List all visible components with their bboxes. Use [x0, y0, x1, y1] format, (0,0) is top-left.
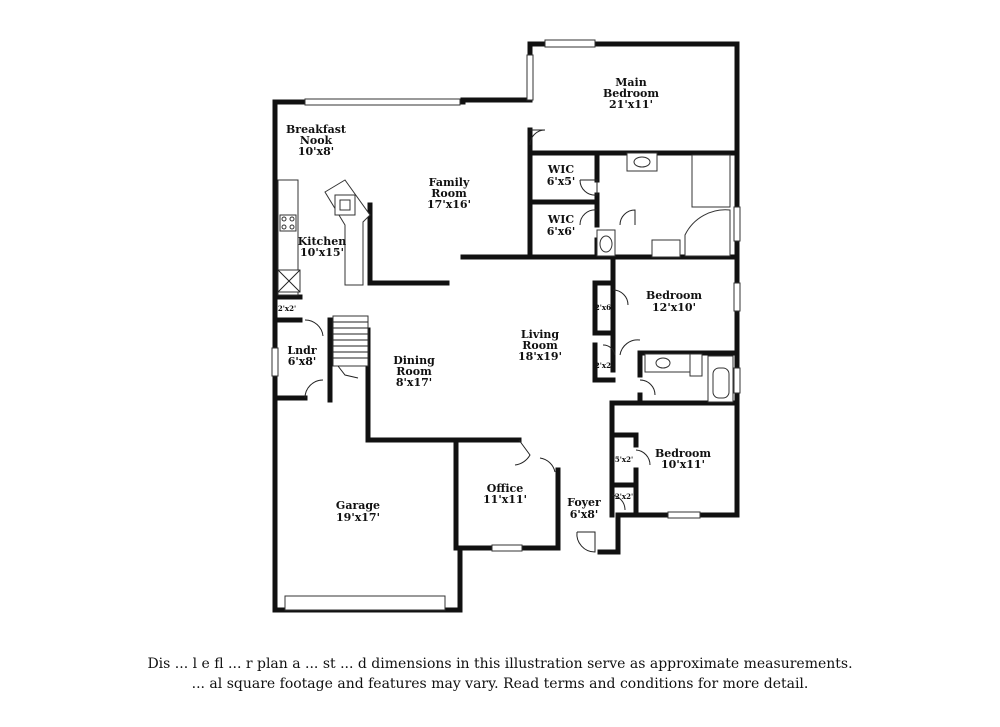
disclaimer-line-1: Dis ... l e fl ... r plan a ... st ... d… — [147, 656, 853, 672]
garage-label: Garage — [336, 499, 380, 512]
wic-1-dims: 6'x5' — [547, 175, 576, 188]
closet-2x2-living-dims: 2'x2' — [595, 361, 613, 370]
foyer-dims: 6'x8' — [570, 508, 599, 521]
main-bedroom-dims: 21'x11' — [609, 98, 653, 111]
wic-2-dims: 6'x6' — [547, 225, 576, 238]
laundry-label: Lndr — [287, 344, 316, 357]
breakfast-nook-dims: 10'x8' — [298, 145, 334, 158]
kitchen-label: Kitchen — [298, 235, 347, 248]
office-dims: 11'x11' — [483, 493, 527, 506]
wic-2-label: WIC — [547, 213, 574, 226]
disclaimer-line-2: ... al square footage and features may v… — [191, 676, 809, 692]
kitchen-dims: 10'x15' — [300, 246, 344, 259]
floor-plan: Main Bedroom 21'x11' Breakfast Nook 10'x… — [271, 39, 741, 613]
bedroom-3-label: Bedroom — [655, 447, 711, 460]
family-room-label-1: Family — [429, 176, 470, 189]
fixtures — [277, 152, 734, 403]
laundry-dims: 6'x8' — [288, 355, 317, 368]
living-room-label-2: Room — [522, 339, 558, 352]
wic-1-label: WIC — [547, 163, 574, 176]
breakfast-nook-label-2: Nook — [300, 134, 333, 147]
pantry-dims: 2'x2' — [278, 304, 296, 313]
family-room-label-2: Room — [431, 187, 467, 200]
interior-walls — [272, 127, 740, 551]
bedroom-3-dims: 10'x11' — [661, 458, 705, 471]
family-room-dims: 17'x16' — [427, 198, 471, 211]
stairs — [332, 315, 369, 379]
office-label: Office — [487, 482, 524, 495]
foyer-label: Foyer — [567, 496, 601, 509]
bedroom-2-label: Bedroom — [646, 289, 702, 302]
living-room-label-1: Living — [521, 328, 559, 341]
garage-dims: 19'x17' — [336, 511, 380, 524]
dining-room-label-2: Room — [396, 365, 432, 378]
closet-2x6-dims: 2'x6' — [595, 303, 613, 312]
main-bedroom-label-2: Bedroom — [603, 87, 659, 100]
disclaimer: Dis ... l e fl ... r plan a ... st ... d… — [0, 654, 1000, 694]
closet-2x2-foyer-dims: 2'x2' — [615, 492, 633, 501]
breakfast-nook-label-1: Breakfast — [286, 123, 347, 136]
closet-5x2-dims: 5'x2' — [615, 455, 633, 464]
living-room-dims: 18'x19' — [518, 350, 562, 363]
dining-room-label-1: Dining — [393, 354, 435, 367]
windows — [271, 39, 741, 611]
doors — [304, 129, 656, 553]
dining-room-dims: 8'x17' — [396, 376, 432, 389]
bedroom-2-dims: 12'x10' — [652, 301, 696, 314]
main-bedroom-label-1: Main — [615, 76, 646, 89]
